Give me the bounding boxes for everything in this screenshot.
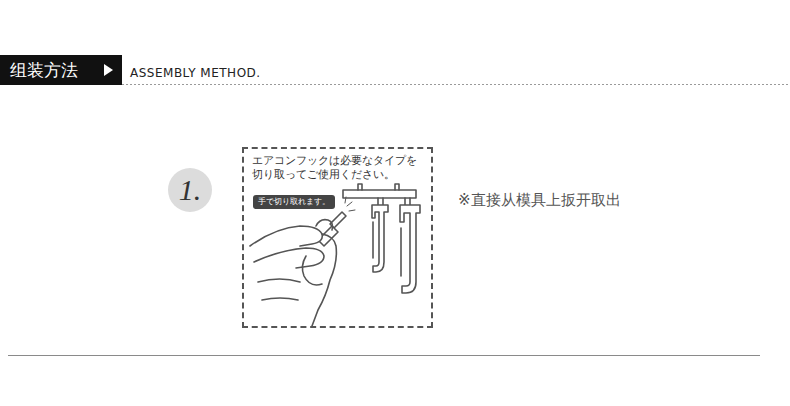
triangle-icon — [104, 64, 114, 76]
subtitle-text: ASSEMBLY METHOD. — [130, 66, 261, 80]
note-pill: 手で切り取れます。 — [253, 195, 335, 209]
node-text: 手で切り取れます。 — [258, 197, 330, 207]
dotted-rule — [122, 84, 790, 85]
divider-line — [8, 355, 760, 356]
node-text: エアコンフックは必要なタイプを 切り取ってご使用ください。 — [252, 154, 425, 183]
header-box: 组装方法 — [0, 55, 122, 85]
step-circle: 1. — [168, 168, 212, 212]
callout-number: 1. — [179, 175, 202, 205]
instruction-panel: エアコンフックは必要なタイプを 切り取ってご使用ください。手で切り取れます。 — [242, 147, 433, 328]
hook-drawing — [250, 184, 420, 326]
note-text: ※直接从模具上扳开取出 — [458, 191, 621, 210]
node-text: 组装方法 — [10, 59, 78, 82]
